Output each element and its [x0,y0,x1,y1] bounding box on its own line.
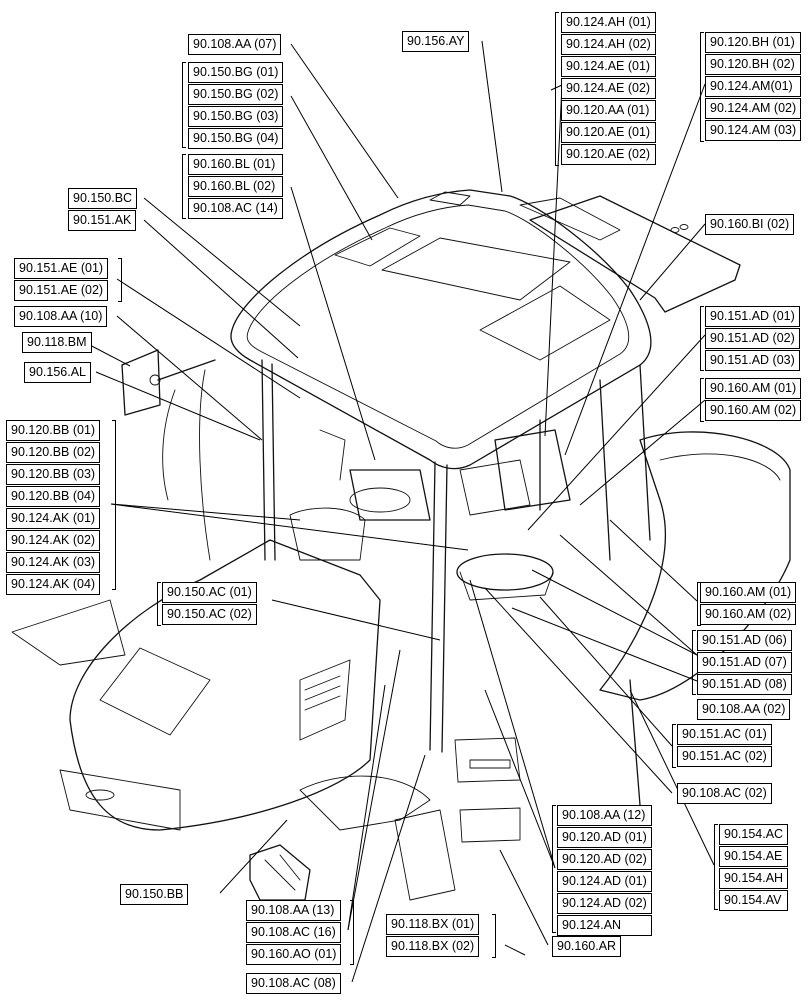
part-label-90-160-am-02-b[interactable]: 90.160.AM (02) [700,604,797,625]
part-label-90-154-av[interactable]: 90.154.AV [719,890,789,911]
part-label-90-151-ae-01[interactable]: 90.151.AE (01) [14,258,109,279]
part-label-90-150-bg-02[interactable]: 90.150.BG (02) [188,84,284,105]
label-group-bh-am: 90.120.BH (01) 90.120.BH (02) 90.124.AM(… [705,32,802,142]
part-label-90-151-ad-08[interactable]: 90.151.AD (08) [697,674,792,695]
label-group-154: 90.154.AC 90.154.AE 90.154.AH 90.154.AV [719,824,789,912]
part-label-90-120-ad-02[interactable]: 90.120.AD (02) [557,849,652,870]
part-label-90-120-bb-01[interactable]: 90.120.BB (01) [6,420,101,441]
part-label-90-160-bl-01[interactable]: 90.160.BL (01) [188,154,283,175]
part-label-90-120-bb-02[interactable]: 90.120.BB (02) [6,442,101,463]
part-label-90-108-ac-08[interactable]: 90.108.AC (08) [246,973,341,994]
label-group-ae: 90.151.AE (01) 90.151.AE (02) [14,258,109,302]
part-label-90-150-bg-03[interactable]: 90.150.BG (03) [188,106,284,127]
part-label-90-156-ay[interactable]: 90.156.AY [402,31,470,52]
part-label-90-118-bm[interactable]: 90.118.BM [22,332,92,353]
part-label-90-150-bg-01[interactable]: 90.150.BG (01) [188,62,284,83]
part-label-90-151-ae-02[interactable]: 90.151.AE (02) [14,280,109,301]
side-mirror [121,349,216,416]
label-group-am-bottom: 90.160.AM (01) 90.160.AM (02) [700,582,797,626]
part-label-90-124-ak-03[interactable]: 90.124.AK (03) [6,552,101,573]
part-label-90-120-bb-03[interactable]: 90.120.BB (03) [6,464,101,485]
part-label-90-124-ad-02[interactable]: 90.124.AD (02) [557,893,652,914]
part-label-90-150-bg-04[interactable]: 90.150.BG (04) [188,128,284,149]
front-fender-left [11,599,431,831]
part-label-90-160-am-01[interactable]: 90.160.AM (01) [705,378,802,399]
part-label-90-124-am-03[interactable]: 90.124.AM (03) [705,120,802,141]
part-label-90-108-aa-02[interactable]: 90.108.AA (02) [697,699,791,720]
label-group-ad-top: 90.151.AD (01) 90.151.AD (02) 90.151.AD … [705,306,800,372]
part-label-90-154-ae[interactable]: 90.154.AE [719,846,789,867]
part-label-90-160-bi-02[interactable]: 90.160.BI (02) [705,214,795,235]
steering-console [289,429,431,561]
part-label-90-120-ad-01[interactable]: 90.120.AD (01) [557,827,652,848]
part-label-90-108-ac-14[interactable]: 90.108.AC (14) [188,198,283,219]
operator-seat [456,429,571,601]
engine-hood [59,539,381,831]
label-group-151-ac: 90.151.AC (01) 90.151.AC (02) [677,724,772,768]
label-group-ah-ae: 90.124.AH (01) 90.124.AH (02) 90.124.AE … [561,12,656,166]
cab-door [394,809,456,901]
part-label-90-160-am-02[interactable]: 90.160.AM (02) [705,400,802,421]
label-group-bl: 90.160.BL (01) 90.160.BL (02) 90.108.AC … [188,154,283,220]
part-label-90-151-ad-02[interactable]: 90.151.AD (02) [705,328,800,349]
part-label-90-124-ah-02[interactable]: 90.124.AH (02) [561,34,656,55]
part-label-90-156-al[interactable]: 90.156.AL [24,362,91,383]
part-label-90-151-ak[interactable]: 90.151.AK [68,210,137,231]
label-group-roof-panels: 90.150.BG (01) 90.150.BG (02) 90.150.BG … [188,62,284,150]
part-label-90-120-ae-02[interactable]: 90.120.AE (02) [561,144,656,165]
part-label-90-124-ae-01[interactable]: 90.124.AE (01) [561,56,656,77]
label-group-ac: 90.150.AC (01) 90.150.AC (02) [162,582,257,626]
part-label-90-154-ac[interactable]: 90.154.AC [719,824,789,845]
part-label-90-124-ak-04[interactable]: 90.124.AK (04) [6,574,101,595]
part-label-90-150-ac-01[interactable]: 90.150.AC (01) [162,582,257,603]
part-label-90-150-ac-02[interactable]: 90.150.AC (02) [162,604,257,625]
part-label-90-120-ae-01[interactable]: 90.120.AE (01) [561,122,656,143]
part-label-90-160-bl-02[interactable]: 90.160.BL (02) [188,176,283,197]
label-group-ao: 90.108.AA (13) 90.108.AC (16) 90.160.AO … [246,900,342,966]
part-label-90-151-ad-07[interactable]: 90.151.AD (07) [697,652,792,673]
part-label-90-120-bh-01[interactable]: 90.120.BH (01) [705,32,802,53]
hitch-assembly [249,844,311,901]
part-label-90-108-aa-12[interactable]: 90.108.AA (12) [557,805,652,826]
cab-frame [162,359,651,753]
part-label-90-118-bx-01[interactable]: 90.118.BX (01) [386,914,480,935]
label-group-ad-bottom: 90.151.AD (06) 90.151.AD (07) 90.151.AD … [697,630,792,696]
label-group-am-top: 90.160.AM (01) 90.160.AM (02) [705,378,802,422]
part-label-90-124-am-02[interactable]: 90.124.AM (02) [705,98,802,119]
part-label-90-160-am-01-b[interactable]: 90.160.AM (01) [700,582,797,603]
part-label-90-108-aa-07[interactable]: 90.108.AA (07) [188,34,282,55]
part-label-90-151-ac-01[interactable]: 90.151.AC (01) [677,724,772,745]
cab-steps [454,737,521,843]
part-label-90-154-ah[interactable]: 90.154.AH [719,868,789,889]
part-label-90-124-ae-02[interactable]: 90.124.AE (02) [561,78,656,99]
part-label-90-160-ar[interactable]: 90.160.AR [552,936,622,957]
part-label-90-108-aa-10[interactable]: 90.108.AA (10) [14,306,108,327]
part-label-90-124-ah-01[interactable]: 90.124.AH (01) [561,12,656,33]
part-label-90-108-ac-02[interactable]: 90.108.AC (02) [677,783,772,804]
part-label-90-150-bc[interactable]: 90.150.BC [68,188,138,209]
part-label-90-124-ak-02[interactable]: 90.124.AK (02) [6,530,101,551]
part-label-90-151-ac-02[interactable]: 90.151.AC (02) [677,746,772,767]
part-label-90-151-ad-06[interactable]: 90.151.AD (06) [697,630,792,651]
part-label-90-108-aa-13[interactable]: 90.108.AA (13) [246,900,342,921]
part-label-90-150-bb[interactable]: 90.150.BB [120,884,189,905]
part-label-90-151-ad-01[interactable]: 90.151.AD (01) [705,306,800,327]
label-group-bx: 90.118.BX (01) 90.118.BX (02) [386,914,480,958]
part-label-90-120-bb-04[interactable]: 90.120.BB (04) [6,486,101,507]
part-label-90-124-am-01[interactable]: 90.124.AM(01) [705,76,802,97]
label-group-ad-an: 90.108.AA (12) 90.120.AD (01) 90.120.AD … [557,805,652,937]
part-label-90-124-an[interactable]: 90.124.AN [557,915,652,936]
part-label-90-120-aa-01[interactable]: 90.120.AA (01) [561,100,656,121]
part-label-90-124-ak-01[interactable]: 90.124.AK (01) [6,508,101,529]
label-group-bb-ak: 90.120.BB (01) 90.120.BB (02) 90.120.BB … [6,420,101,596]
part-label-90-124-ad-01[interactable]: 90.124.AD (01) [557,871,652,892]
part-label-90-108-ac-16[interactable]: 90.108.AC (16) [246,922,342,943]
part-label-90-120-bh-02[interactable]: 90.120.BH (02) [705,54,802,75]
part-label-90-151-ad-03[interactable]: 90.151.AD (03) [705,350,800,371]
part-label-90-160-ao-01[interactable]: 90.160.AO (01) [246,944,342,965]
cab-roof [230,189,652,470]
part-label-90-118-bx-02[interactable]: 90.118.BX (02) [386,936,480,957]
